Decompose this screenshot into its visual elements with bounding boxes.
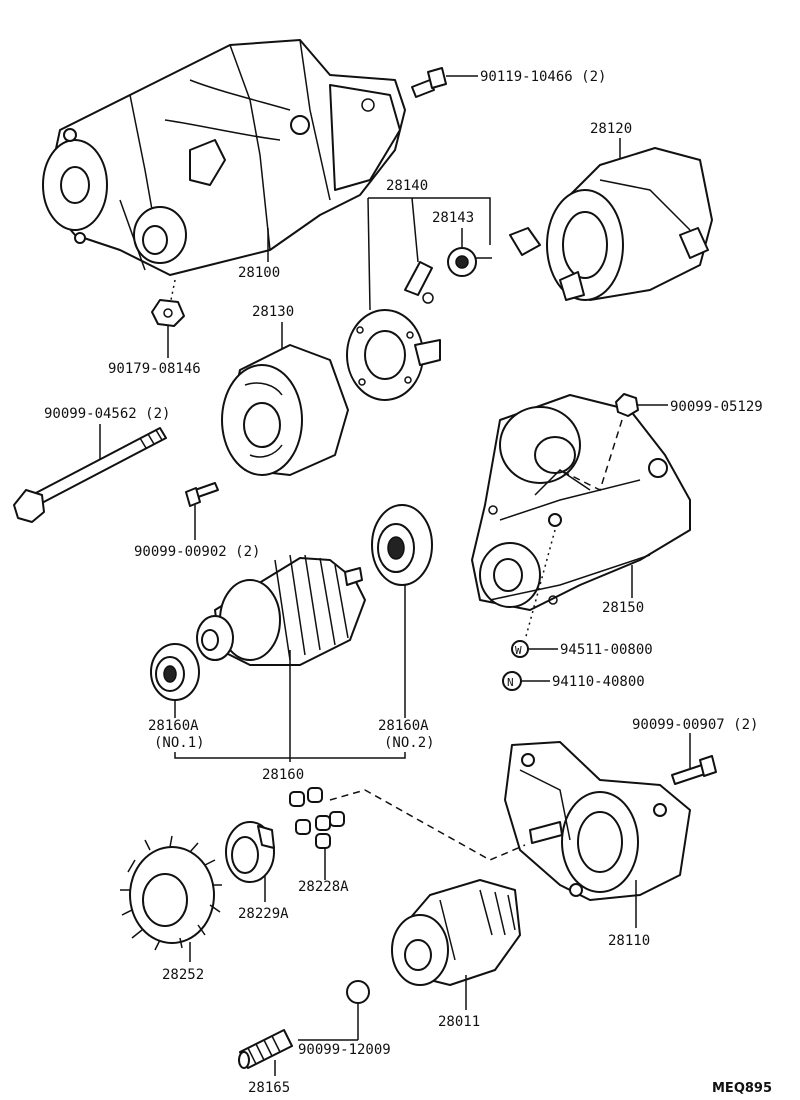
label-28160A-no1: 28160A <box>148 718 199 734</box>
nut-94110-40800: N <box>502 671 522 691</box>
label-28100: 28100 <box>238 265 280 281</box>
label-28165: 28165 <box>248 1080 290 1096</box>
dashed-line-05129 <box>559 419 623 492</box>
idler-gear-28252 <box>120 835 222 951</box>
dotted-line-90179 <box>169 279 176 306</box>
bearing-28160A-no2 <box>371 504 433 586</box>
yoke-28130 <box>221 344 349 476</box>
brush-28143 <box>447 247 492 277</box>
label-28150: 28150 <box>602 600 644 616</box>
washer-94511-00800: W <box>511 640 529 658</box>
label-28110: 28110 <box>608 933 650 949</box>
leader-28140 <box>411 197 419 263</box>
label-28143: 28143 <box>432 210 474 226</box>
washer-w-mark: W <box>515 644 522 657</box>
label-28252: 28252 <box>162 967 204 983</box>
label-28160: 28160 <box>262 767 304 783</box>
label-28160A-no2-sub: (NO.2) <box>384 735 435 751</box>
label-28160A-no2: 28160A <box>378 718 429 734</box>
end-cover-28120 <box>509 147 713 301</box>
screw-90099-00902 <box>185 482 219 507</box>
label-90179: 90179-08146 <box>108 361 201 377</box>
label-90119: 90119-10466 (2) <box>480 69 606 85</box>
label-90099-12009: 90099-12009 <box>298 1042 391 1058</box>
armature-28160 <box>196 554 366 666</box>
label-28228A: 28228A <box>298 879 349 895</box>
bracket-28140-left <box>367 197 371 311</box>
nut-90099-05129 <box>615 393 639 417</box>
bracket-28140-top <box>368 197 491 245</box>
drive-housing-28110 <box>504 741 691 901</box>
label-94110: 94110-40800 <box>552 674 645 690</box>
dotted-line-28150 <box>524 529 556 641</box>
label-94511: 94511-00800 <box>560 642 653 658</box>
label-90099-00907: 90099-00907 (2) <box>632 717 758 733</box>
label-28120: 28120 <box>590 121 632 137</box>
starter-assembly-28100 <box>42 39 406 276</box>
diagram-code: MEQ895 <box>712 1081 772 1096</box>
through-bolt-90099-04562 <box>13 427 167 523</box>
label-28160A-no1-sub: (NO.1) <box>154 735 205 751</box>
brush-holder-plate-28140 <box>346 309 441 401</box>
bolt-90119 <box>411 67 447 98</box>
label-28229A: 28229A <box>238 906 289 922</box>
steel-ball-90099-12009 <box>346 980 370 1004</box>
label-28011: 28011 <box>438 1014 480 1030</box>
label-90099-04562: 90099-04562 (2) <box>44 406 170 422</box>
label-28140: 28140 <box>386 178 428 194</box>
bolt-90099-00907 <box>671 755 717 785</box>
label-28130: 28130 <box>252 304 294 320</box>
starter-clutch-28011 <box>391 879 521 986</box>
retainer-28229A <box>225 821 275 883</box>
spring-28165 <box>238 1029 293 1069</box>
label-90099-05129: 90099-05129 <box>670 399 763 415</box>
label-90099-00902: 90099-00902 (2) <box>134 544 260 560</box>
nut-90179 <box>151 299 185 327</box>
magnetic-switch-28150 <box>471 394 691 611</box>
nut-n-mark: N <box>507 676 514 689</box>
bearing-28160A-no1 <box>150 643 200 701</box>
dashed-line-rollers <box>329 789 526 861</box>
brush-spring-28140 <box>404 261 434 304</box>
rollers-28228A <box>289 787 345 849</box>
